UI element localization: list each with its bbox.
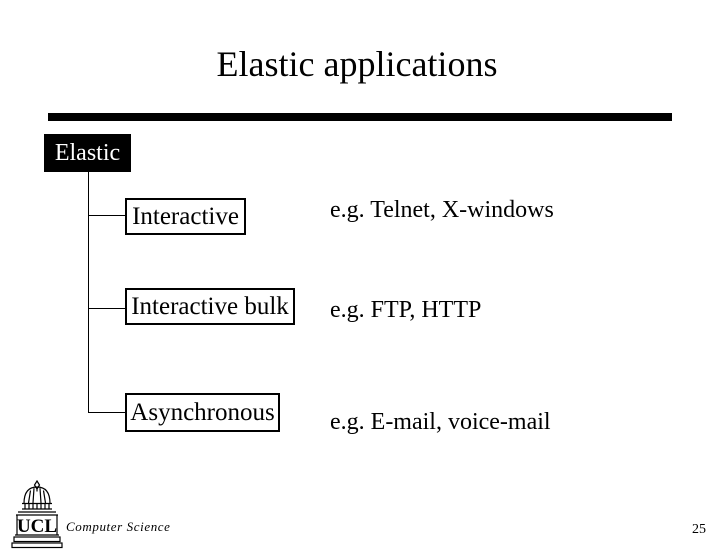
example-text-interactive: e.g. Telnet, X-windows xyxy=(330,197,554,223)
tree-branch-line-asynchronous xyxy=(88,412,125,413)
tree-root-elastic: Elastic xyxy=(44,134,131,172)
title-rule xyxy=(48,113,672,121)
example-text-asynchronous: e.g. E-mail, voice-mail xyxy=(330,409,551,435)
ucl-logo-text: UCL xyxy=(17,516,57,537)
tree-trunk-line xyxy=(88,172,89,413)
ucl-logo: UCL xyxy=(11,480,63,549)
footer-department: Computer Science xyxy=(66,519,171,534)
tree-node-interactive-bulk: Interactive bulk xyxy=(125,288,295,325)
logo-dome xyxy=(23,486,51,504)
page-number: 25 xyxy=(692,522,706,537)
tree-node-asynchronous: Asynchronous xyxy=(125,393,280,432)
example-text-interactive-bulk: e.g. FTP, HTTP xyxy=(330,297,482,323)
tree-node-interactive: Interactive xyxy=(125,198,246,235)
logo-finial xyxy=(33,480,41,491)
tree-branch-line-interactive xyxy=(88,215,125,216)
tree-branch-line-interactive-bulk xyxy=(88,308,125,309)
slide-title: Elastic applications xyxy=(216,44,498,84)
